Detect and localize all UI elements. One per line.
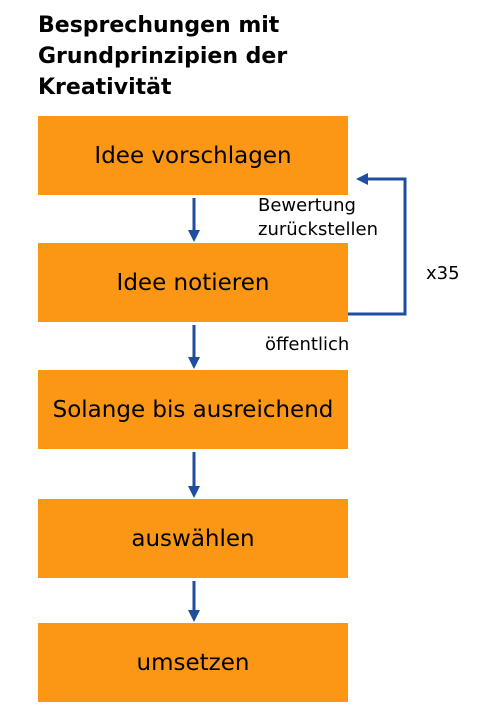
loop-arrow-back-to-step-1	[348, 173, 407, 316]
step-note-idea: Idee notieren	[38, 243, 348, 322]
step-implement: umsetzen	[38, 623, 348, 702]
title-line-2: Grundprinzipien der	[38, 44, 288, 69]
note-deferral-line-2: zurückstellen	[258, 219, 378, 240]
diagram-title: Besprechungen mit Grundprinzipien der Kr…	[38, 10, 458, 103]
step-select: auswählen	[38, 499, 348, 578]
title-line-1: Besprechungen mit	[38, 13, 280, 38]
step-propose-idea: Idee vorschlagen	[38, 116, 348, 195]
note-repeat-count: x35	[426, 263, 460, 284]
note-public: öffentlich	[265, 334, 350, 355]
step-until-sufficient: Solange bis ausreichend	[38, 370, 348, 449]
title-line-3: Kreativität	[38, 75, 172, 100]
note-deferral-line-1: Bewertung	[258, 195, 356, 216]
